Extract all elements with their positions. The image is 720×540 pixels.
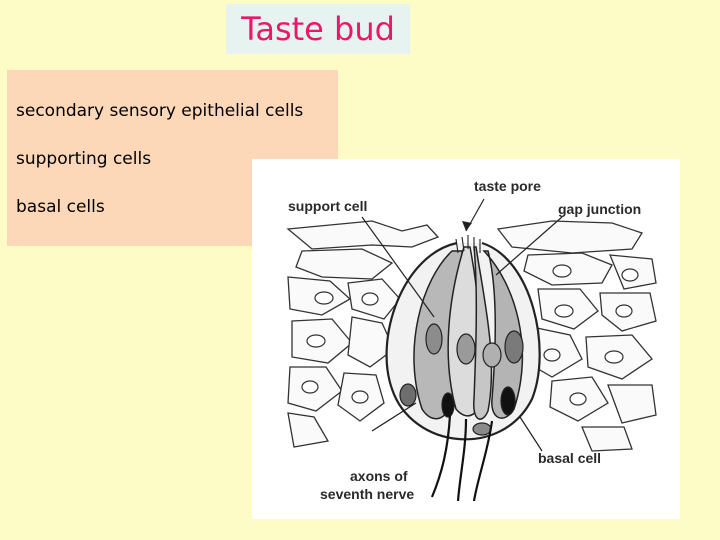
cell-types-box: secondary sensory epithelial cells suppo… — [7, 70, 338, 246]
taste-bud-figure: support cell taste pore gap junction bas… — [252, 159, 680, 519]
taste-bud-diagram: support cell taste pore gap junction bas… — [286, 178, 657, 502]
info-line-sensory-cells: secondary sensory epithelial cells — [16, 101, 304, 121]
label-gap-junction: gap junction — [558, 201, 641, 217]
label-basal-cell: basal cell — [538, 450, 601, 466]
nerve-axons — [430, 414, 494, 502]
info-line-supporting-cells: supporting cells — [16, 149, 152, 169]
info-line-basal-cells: basal cells — [16, 197, 105, 217]
label-axons-line2: seventh nerve — [320, 486, 414, 502]
label-support-cell: support cell — [288, 198, 367, 214]
label-taste-pore: taste pore — [474, 178, 541, 194]
title-box: Taste bud — [226, 4, 410, 54]
label-axons-line1: axons of — [350, 468, 408, 484]
slide-title: Taste bud — [241, 10, 395, 48]
